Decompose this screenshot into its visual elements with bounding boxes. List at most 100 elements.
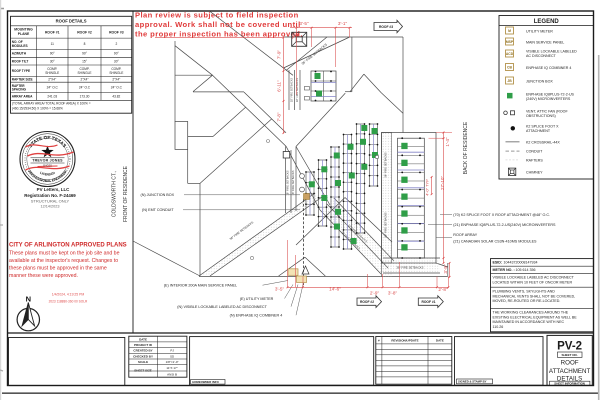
svg-text:ATTACHMENT: ATTACHMENT [526, 129, 551, 133]
svg-text:(N) ENPHASE IQ COMBINER 4: (N) ENPHASE IQ COMBINER 4 [230, 314, 283, 318]
svg-text:(21) CANADIAN SOLAR CS3N-410MS: (21) CANADIAN SOLAR CS3N-410MS MODULES [453, 240, 537, 244]
svg-text:ROOF TILT: ROOF TILT [12, 59, 29, 63]
svg-text:6'-11": 6'-11" [277, 80, 282, 92]
svg-text:M: M [508, 29, 511, 33]
svg-text:3'-5": 3'-5" [443, 264, 448, 274]
svg-text:LICENSED: LICENSED [39, 170, 56, 176]
svg-text:90°: 90° [114, 52, 120, 56]
svg-text:MODULES: MODULES [12, 44, 28, 48]
svg-text:PLUMBING VENTS, SKYLIGHTS AND: PLUMBING VENTS, SKYLIGHTS AND [493, 290, 556, 294]
svg-text:90°: 90° [50, 52, 56, 56]
svg-text:10443720008147934: 10443720008147934 [504, 261, 538, 265]
svg-text:TREVOR JONES: TREVOR JONES [32, 159, 63, 163]
svg-text:(N) VISIBLE LOCKABLE LABELED A: (N) VISIBLE LOCKABLE LABELED AC DISCONNE… [177, 305, 267, 309]
svg-text:ROOF #2: ROOF #2 [77, 31, 92, 35]
svg-text:2: 2 [115, 42, 117, 46]
svg-text:27'-10": 27'-10" [440, 176, 445, 191]
svg-text:CB: CB [507, 66, 512, 70]
svg-text:DETAILS: DETAILS [557, 375, 582, 382]
svg-text:CITY OF ARLINGTON APPROVED PLA: CITY OF ARLINGTON APPROVED PLANS [9, 243, 127, 249]
svg-text:ROOF #1: ROOF #1 [45, 31, 60, 35]
svg-text:ENPHASE IQ COMBINER 4: ENPHASE IQ COMBINER 4 [526, 66, 571, 70]
svg-text:110.26: 110.26 [493, 325, 504, 329]
svg-text:THE WORKING CLEARANCES AROUND: THE WORKING CLEARANCES AROUND THE [493, 311, 569, 315]
svg-text:7'-8": 7'-8" [277, 112, 282, 122]
svg-text:MOUNTING: MOUNTING [14, 28, 33, 32]
svg-text:SD: SD [170, 354, 175, 358]
svg-text:COMP.: COMP. [47, 67, 57, 71]
svg-text:3'-1": 3'-1" [338, 21, 348, 26]
svg-text:SHEET INFORMATION: SHEET INFORMATION [554, 382, 585, 386]
svg-text:ESID:: ESID: [493, 261, 503, 265]
svg-text:These plans must be kept on th: These plans must be kept on the job site… [9, 250, 120, 256]
svg-text:173.30: 173.30 [80, 95, 90, 99]
svg-text:VISIBLE LOCKABLE LABELED: VISIBLE LOCKABLE LABELED [526, 50, 577, 54]
svg-text:COMP.: COMP. [111, 67, 121, 71]
svg-text:18" FIRE SETBACKS: 18" FIRE SETBACKS [290, 78, 293, 102]
svg-text:3'-5": 3'-5" [275, 287, 285, 292]
svg-text:#: # [378, 339, 380, 343]
svg-text:2"X4": 2"X4" [81, 78, 89, 82]
svg-text:the proper inspection has been: the proper inspection has been approved. [135, 30, 303, 39]
svg-text:HOMEOWNER INFO: HOMEOWNER INFO [192, 380, 219, 384]
svg-text:ROOF #1: ROOF #1 [421, 300, 435, 304]
svg-text:8: 8 [84, 42, 86, 46]
svg-text:2'-8": 2'-8" [438, 287, 448, 292]
svg-text:EXISTING ELECTRICAL EQUIPMENT: EXISTING ELECTRICAL EQUIPMENT AS WELL BE [493, 315, 578, 319]
svg-text:STRUCTURAL ONLY: STRUCTURAL ONLY [31, 198, 70, 203]
svg-text:AZIMUTH: AZIMUTH [12, 52, 27, 56]
svg-text:14'-6": 14'-6" [329, 286, 341, 291]
svg-text:(N) JUNCTION BOX: (N) JUNCTION BOX [141, 193, 175, 197]
svg-text:(240V) MICROINVERTERS: (240V) MICROINVERTERS [526, 97, 571, 101]
svg-text:MECHANICAL VENTS SHALL NOT BE: MECHANICAL VENTS SHALL NOT BE COVERED, [493, 294, 576, 298]
svg-text:PROJECT ID: PROJECT ID [134, 343, 153, 347]
svg-text:ROOF #3: ROOF #3 [109, 31, 124, 35]
svg-text:11: 11 [51, 42, 55, 46]
svg-text:105 614 356: 105 614 356 [516, 268, 536, 272]
svg-text:3'-8": 3'-8" [388, 291, 398, 296]
svg-text:VENT, ATTIC FAN (ROOF: VENT, ATTIC FAN (ROOF [526, 109, 568, 113]
svg-text:UTILITY METER: UTILITY METER [526, 30, 553, 34]
svg-text:K2 SPLICE FOOT X: K2 SPLICE FOOT X [526, 125, 559, 129]
svg-text:REVISION/UPDATE: REVISION/UPDATE [391, 339, 418, 343]
svg-text:ATTACHMENT: ATTACHMENT [549, 368, 591, 375]
svg-text:LOCATED WITHIN 10 FEET OF ONCO: LOCATED WITHIN 10 FEET OF ONCOR METER [493, 280, 573, 284]
svg-text:MAIN SERVICE PANEL: MAIN SERVICE PANEL [526, 41, 564, 45]
svg-text:241.03: 241.03 [47, 95, 57, 99]
svg-text:available at the inspector's r: available at the inspector's request. Ch… [9, 258, 118, 264]
svg-text:Plan review is subject to fiel: Plan review is subject to field inspecti… [135, 11, 299, 20]
svg-text:MOVED, RE-ROUTED OR RE-LOCATED: MOVED, RE-ROUTED OR RE-LOCATED. [493, 299, 561, 303]
svg-text:30°: 30° [114, 59, 120, 63]
svg-text:30°: 30° [50, 59, 56, 63]
svg-text:90°: 90° [82, 52, 88, 56]
svg-text:18" FIRE SETBACKS: 18" FIRE SETBACKS [291, 170, 295, 195]
svg-text:(460.15/2934.50) X 100% = 15.6: (460.15/2934.50) X 100% = 15.68% [12, 106, 63, 110]
svg-text:SHINGLE: SHINGLE [78, 71, 92, 75]
svg-text:ENPHASE IQ8PLUS-72-2-US: ENPHASE IQ8PLUS-72-2-US [526, 92, 575, 96]
svg-text:MSP: MSP [506, 40, 514, 44]
svg-text:2"X4": 2"X4" [112, 78, 120, 82]
svg-text:(E) INTERIOR 200A MAIN SERVICE: (E) INTERIOR 200A MAIN SERVICE PANEL [164, 284, 237, 288]
svg-text:24" O.C: 24" O.C [47, 86, 59, 90]
svg-text:1/4/2024, 4:19:25 PM: 1/4/2024, 4:19:25 PM [52, 292, 85, 296]
svg-text:ROOF ARRAY: ROOF ARRAY [453, 233, 477, 237]
svg-text:18" FIRE SETBACKS: 18" FIRE SETBACKS [286, 170, 290, 195]
svg-text:MAINTAINED IN ACCORDANCE WITH: MAINTAINED IN ACCORDANCE WITH NEC [493, 320, 565, 324]
svg-text:RAFTERS: RAFTERS [526, 158, 543, 162]
svg-text:CREATED BY: CREATED BY [133, 349, 152, 353]
svg-text:2"X4": 2"X4" [48, 78, 56, 82]
svg-text:AC DISCONNECT: AC DISCONNECT [526, 54, 557, 58]
svg-text:ROOF DETAILS: ROOF DETAILS [56, 19, 87, 24]
svg-text:SCALE: SCALE [138, 360, 148, 364]
svg-text:ROOF: ROOF [561, 360, 579, 367]
svg-text:SPACING: SPACING [12, 87, 27, 91]
svg-text:JB: JB [507, 79, 512, 83]
svg-text:11"X 17": 11"X 17" [166, 366, 177, 370]
svg-text:PJ: PJ [170, 349, 174, 353]
svg-text:1/8"=1'-0": 1/8"=1'-0" [166, 360, 179, 364]
svg-text:RAFTER: RAFTER [12, 84, 26, 88]
svg-text:43.82: 43.82 [112, 95, 120, 99]
svg-text:36° FIRE SETBACKS: 36° FIRE SETBACKS [384, 212, 388, 237]
svg-text:COMP.: COMP. [79, 67, 89, 71]
svg-text:CONDUIT: CONDUIT [526, 150, 543, 154]
